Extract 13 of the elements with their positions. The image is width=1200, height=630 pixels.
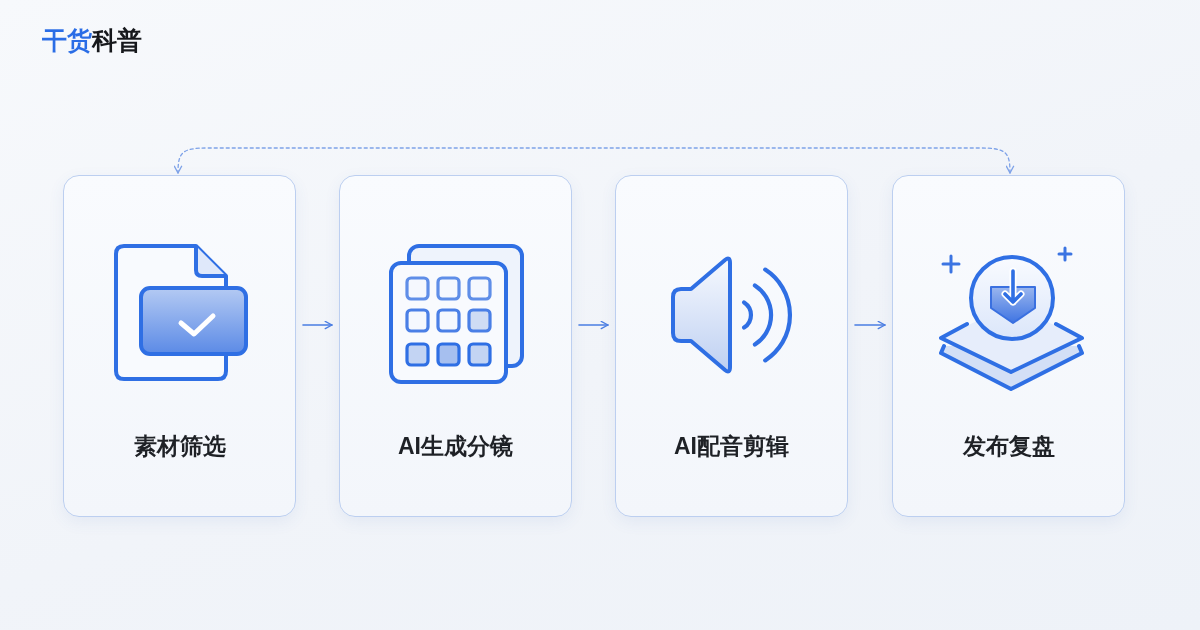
- arrow: [854, 320, 886, 330]
- card-label: 发布复盘: [962, 432, 1055, 461]
- dashed-arrow: [173, 147, 1015, 174]
- process-card: [892, 175, 1125, 517]
- process-card: [339, 175, 572, 517]
- card-label: 素材筛选: [133, 432, 226, 461]
- card-label: AI生成分镜: [398, 432, 513, 461]
- card-label: AI配音剪辑: [674, 432, 789, 461]
- process-card: [615, 175, 848, 517]
- title: 干货科普: [42, 25, 142, 55]
- process-card: [63, 175, 296, 517]
- arrow: [578, 320, 609, 330]
- arrow: [302, 320, 333, 330]
